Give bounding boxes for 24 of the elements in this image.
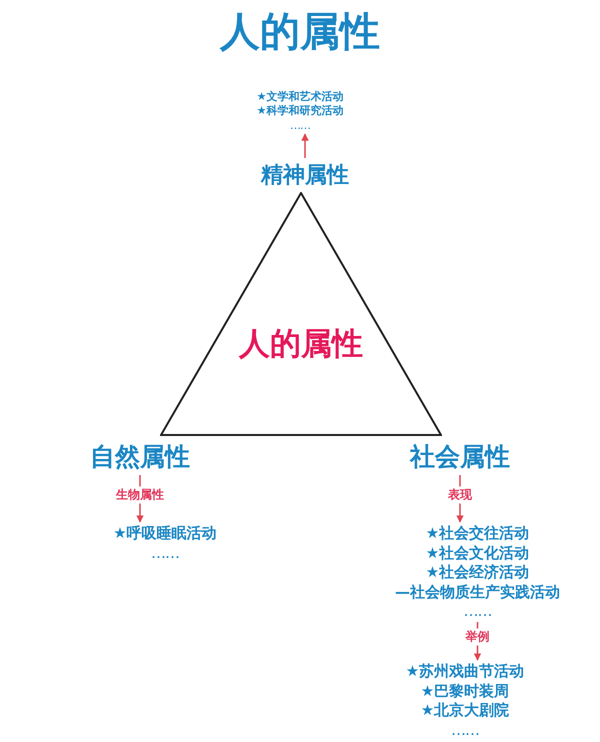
title: 人的属性	[218, 8, 381, 57]
edge-label: 生物属性	[114, 486, 166, 503]
list-item: ★北京大剧院	[420, 701, 510, 720]
ellipsis: ……	[290, 118, 310, 132]
edge-label: 表现	[446, 486, 474, 503]
attribute-heading: 精神属性	[261, 162, 349, 190]
list-item: ★文学和艺术活动	[256, 90, 344, 104]
triangle	[160, 192, 442, 436]
list-item: ★呼吸睡眠活动	[113, 524, 217, 544]
ellipsis: ……	[151, 544, 179, 562]
list-item: ★社会交往活动	[426, 524, 530, 544]
list-item: ★巴黎时装周	[420, 682, 510, 701]
list-item: ★苏州戏曲节活动	[406, 662, 524, 682]
list-item: ★社会文化活动	[426, 544, 530, 563]
attribute-heading: 自然属性	[90, 441, 190, 473]
list-item: ★社会经济活动	[426, 563, 530, 582]
edge-label: 举例	[464, 628, 492, 646]
arrow	[301, 133, 309, 158]
list-item: —社会物质生产实践活动	[395, 582, 560, 602]
attribute-heading: 社会属性	[410, 441, 510, 473]
list-item: ★科学和研究活动	[256, 104, 344, 119]
ellipsis: ……	[464, 602, 492, 620]
ellipsis: ……	[451, 720, 479, 738]
center-label: 人的属性	[239, 325, 363, 364]
